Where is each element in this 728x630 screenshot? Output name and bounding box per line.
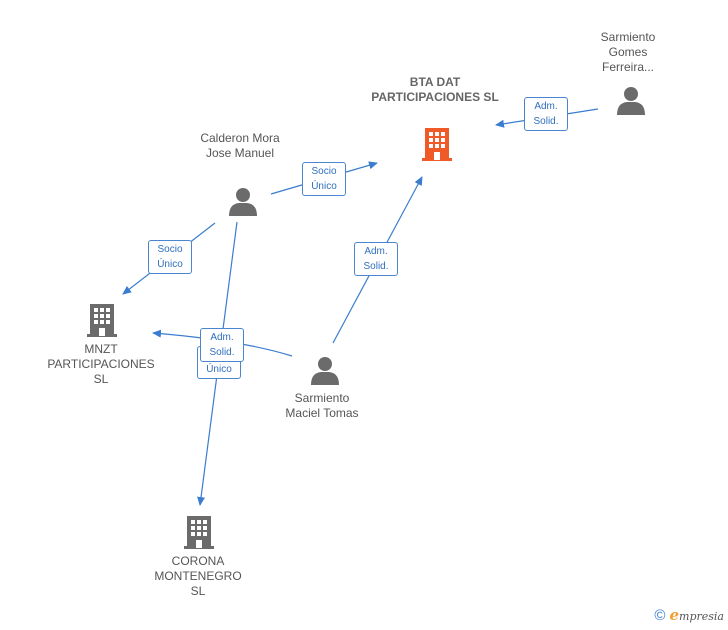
edge-label-line2: Único [311,181,337,192]
footer-brand: © empresia [654,606,724,624]
edge-label-line1: Adm. [364,246,388,257]
node-label-bta-dat: BTA DAT PARTICIPACIONES SL [371,75,499,104]
edge-label-maciel-mnzt[interactable]: Adm. Solid. [200,328,244,362]
building-icon[interactable] [183,514,215,550]
building-icon[interactable] [421,126,453,162]
edge-label-line1: Único [206,364,232,375]
edge-label-gomes-bta[interactable]: Adm. Solid. [524,97,568,131]
edge-label-calderon-mnzt[interactable]: Socio Único [148,240,192,274]
edge-label-line1: Socio [157,244,183,255]
edge-label-line2: Solid. [363,261,389,272]
edge-label-line1: Adm. [210,332,234,343]
node-label-corona: CORONA MONTENEGRO SL [154,554,242,598]
node-label-sarmiento-maciel: Sarmiento Maciel Tomas [285,391,359,420]
brand-rest: mpresia [679,610,724,623]
edge-label-line2: Único [157,259,183,270]
edge-label-line1: Socio [311,166,337,177]
building-icon[interactable] [86,302,118,338]
node-label-mnzt: MNZT PARTICIPACIONES SL [47,342,155,386]
edge-label-maciel-bta[interactable]: Adm. Solid. [354,242,398,276]
edge-label-line1: Adm. [534,101,558,112]
person-icon[interactable] [615,86,647,116]
person-icon[interactable] [309,356,341,386]
brand-initial: e [669,606,680,624]
edge-label-line2: Solid. [533,116,559,127]
edge-label-line2: Solid. [209,347,235,358]
edge-label-calderon-bta[interactable]: Socio Único [302,162,346,196]
copyright-symbol: © [654,606,666,624]
empresia-logo[interactable]: empresia [669,606,724,624]
node-label-sarmiento-gomes: Sarmiento Gomes Ferreira... [600,30,656,74]
node-label-calderon: Calderon Mora Jose Manuel [200,131,280,160]
person-icon[interactable] [227,187,259,217]
